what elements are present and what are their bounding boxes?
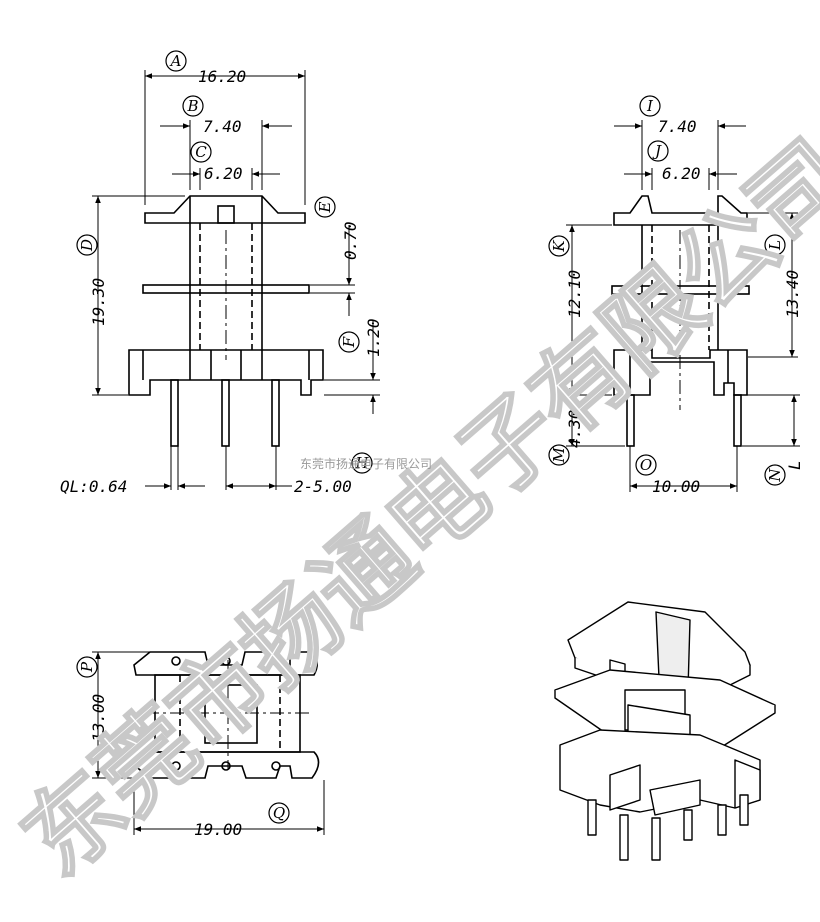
svg-text:H: H — [354, 454, 369, 472]
label-o: O — [635, 454, 657, 476]
svg-text:东莞市扬通电子有限公司: 东莞市扬通电子有限公司 — [300, 456, 432, 471]
front-view — [128, 195, 324, 447]
side-dimension-lines — [566, 120, 800, 492]
label-j: J — [647, 140, 669, 162]
svg-text:F: F — [340, 336, 358, 348]
svg-text:Q: Q — [273, 804, 285, 822]
svg-text:O: O — [640, 456, 652, 474]
dim-h-value: 2-5.00 — [294, 477, 352, 496]
label-l: L — [764, 234, 786, 256]
svg-text:C: C — [195, 143, 207, 161]
label-p: P — [76, 656, 98, 678]
label-h: H — [351, 452, 373, 474]
bottom-view — [132, 651, 320, 779]
svg-text:M: M — [550, 447, 568, 464]
dim-m-value: 4.30 — [565, 409, 584, 448]
svg-text:I: I — [646, 97, 654, 115]
label-m: M — [548, 444, 570, 466]
dim-p-value: 13.00 — [89, 694, 108, 742]
svg-text:L: L — [766, 240, 784, 251]
isometric-view — [554, 601, 776, 861]
dim-d-value: 19.30 — [89, 278, 108, 326]
dim-f-value: 1.20 — [364, 318, 383, 357]
dim-q-value: 19.00 — [194, 820, 242, 839]
dim-a-value: 16.20 — [198, 67, 246, 86]
label-f: F — [338, 331, 360, 353]
label-d: D — [76, 234, 98, 256]
label-k: K — [548, 235, 570, 257]
label-n: N — [764, 464, 786, 486]
dim-o-value: 10.00 — [652, 477, 700, 496]
dim-i-value: 7.40 — [658, 117, 697, 136]
svg-text:J: J — [652, 142, 662, 160]
dim-c-value: 6.20 — [204, 164, 243, 183]
dim-e-value: 0.70 — [341, 221, 360, 260]
label-e: E — [314, 196, 336, 218]
front-dimension-lines — [92, 70, 380, 490]
label-b: B — [182, 95, 204, 117]
side-view — [611, 195, 750, 447]
bottom-dimension-lines — [92, 651, 325, 835]
dim-n-value: L — [785, 460, 804, 470]
svg-text:E: E — [316, 201, 334, 213]
label-a: A — [165, 50, 187, 72]
svg-text:A: A — [169, 52, 182, 70]
label-i: I — [639, 95, 661, 117]
svg-text:D: D — [78, 239, 96, 252]
dim-l-value: 13.40 — [783, 270, 802, 318]
label-c: C — [190, 141, 212, 163]
dim-j-value: 6.20 — [662, 164, 701, 183]
dim-k-value: 12.10 — [565, 270, 584, 318]
svg-text:P: P — [78, 661, 96, 673]
dim-ql-value: QL:0.64 — [60, 477, 127, 496]
svg-text:K: K — [550, 240, 568, 253]
label-q: Q — [268, 802, 290, 824]
svg-text:B: B — [186, 97, 198, 115]
dim-b-value: 7.40 — [203, 117, 242, 136]
svg-text:N: N — [766, 468, 784, 483]
